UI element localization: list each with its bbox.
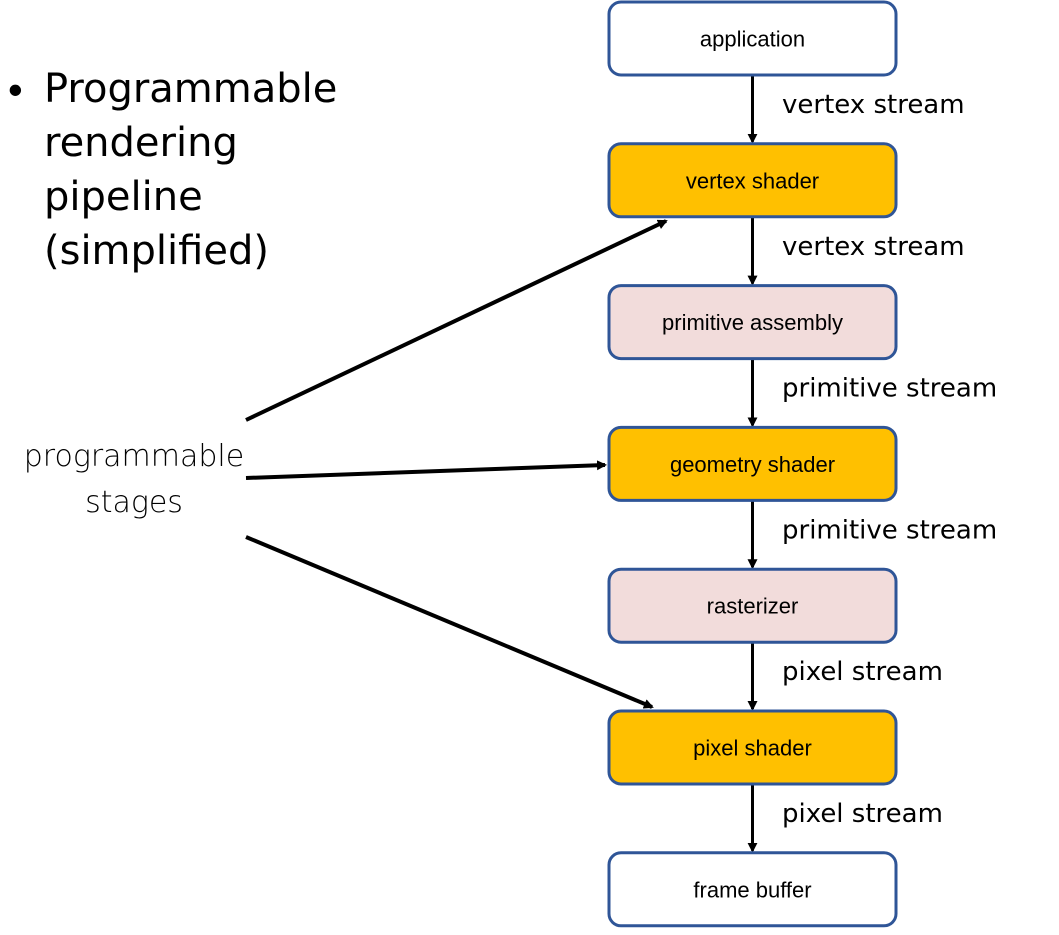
- edge-label: pixel stream: [782, 799, 943, 829]
- side-label-line: programmable: [23, 439, 245, 474]
- edge-label: primitive stream: [782, 515, 997, 545]
- title-line: (simplified): [44, 228, 269, 274]
- side-label-line: stages: [85, 485, 183, 520]
- edge-label: vertex stream: [782, 90, 965, 120]
- stage-pixel-shader: pixel shader: [607, 709, 898, 786]
- edge-label: primitive stream: [782, 374, 997, 404]
- stage-application: application: [607, 0, 898, 77]
- page-title: Programmable rendering pipeline (simplif…: [44, 62, 384, 278]
- stage-vertex-shader: vertex shader: [607, 142, 898, 219]
- bullet-marker: •: [8, 66, 23, 113]
- stage-geometry-shader: geometry shader: [607, 425, 898, 502]
- stage-label: application: [700, 27, 805, 52]
- stage-label: pixel shader: [693, 736, 812, 761]
- stage-box: [607, 284, 898, 361]
- stage-frame-buffer: frame buffer: [607, 851, 898, 928]
- stage-label: frame buffer: [693, 877, 811, 902]
- edge-label: vertex stream: [782, 232, 965, 262]
- pointer-arrow: [245, 535, 654, 709]
- stage-box: [607, 709, 898, 786]
- title-line: Programmable: [44, 66, 338, 112]
- stage-label: vertex shader: [686, 168, 819, 193]
- stage-label: primitive assembly: [662, 310, 843, 335]
- edge-label: pixel stream: [782, 657, 943, 687]
- pointer-arrow: [245, 219, 668, 422]
- stage-box: [607, 142, 898, 219]
- title-line: pipeline: [44, 174, 203, 220]
- stage-box: [607, 851, 898, 928]
- stage-box: [607, 0, 898, 77]
- stage-primitive-assembly: primitive assembly: [607, 284, 898, 361]
- stage-rasterizer: rasterizer: [607, 567, 898, 644]
- programmable-stages-label: programmable stages: [14, 434, 254, 526]
- stage-box: [607, 425, 898, 502]
- stage-label: rasterizer: [707, 594, 799, 619]
- pointer-arrow: [245, 460, 607, 480]
- title-line: rendering: [44, 120, 238, 166]
- stage-label: geometry shader: [670, 452, 835, 477]
- stage-box: [607, 567, 898, 644]
